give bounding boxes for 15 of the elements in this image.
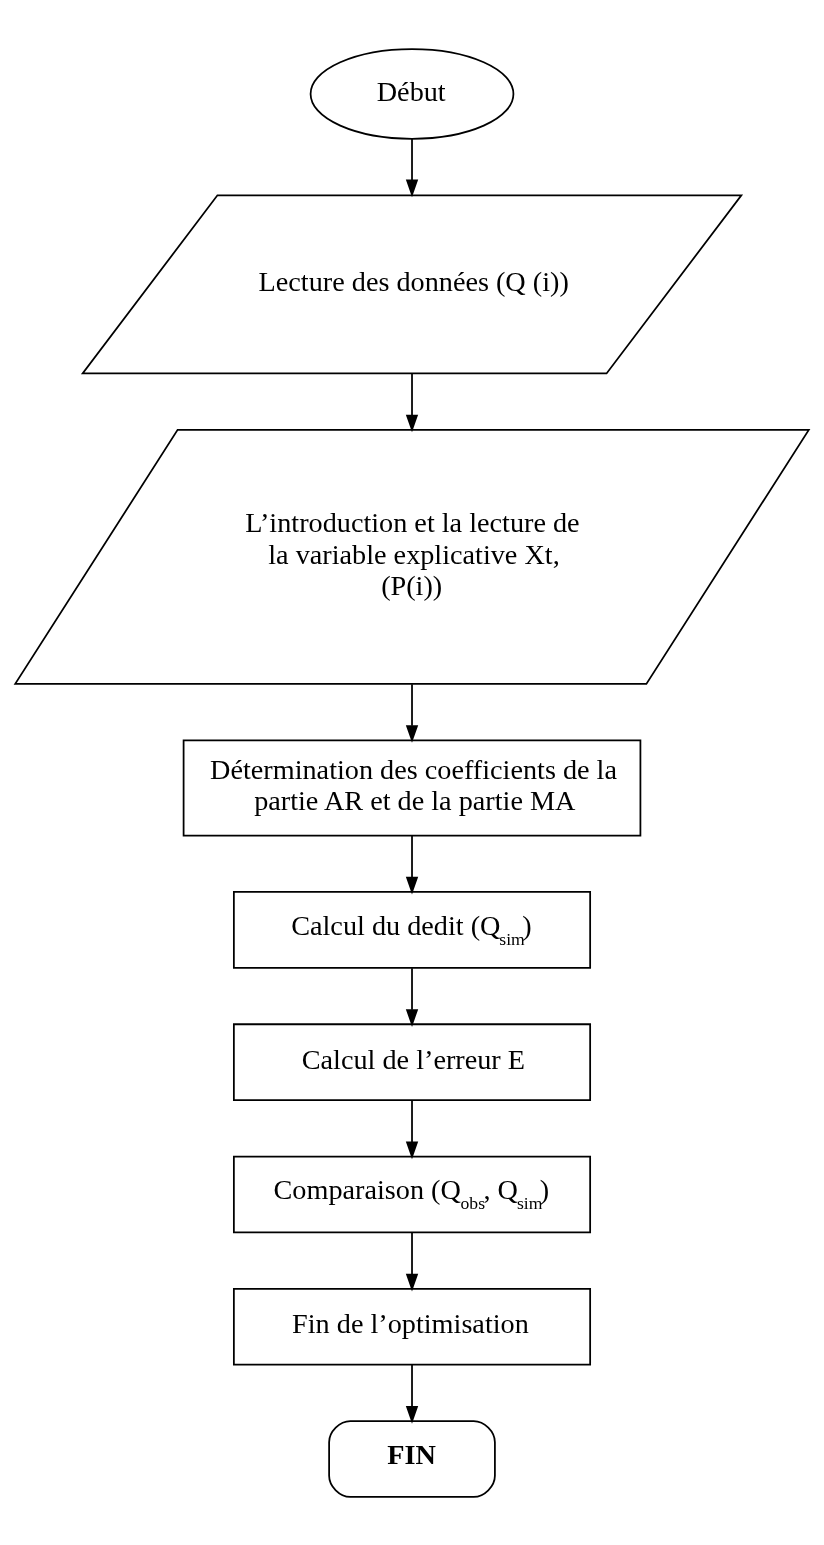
node-box: FIN <box>328 1419 496 1498</box>
arrow <box>405 1099 419 1159</box>
node-box: Calcul du dedit (Q$_{sim}$) <box>233 890 592 969</box>
node-box: Fin de l’optimisation <box>233 1287 592 1366</box>
node-box: Détermination des coefficients de la partie AR et de la partie MA <box>182 738 642 836</box>
arrow <box>405 372 419 432</box>
arrow <box>405 1231 419 1291</box>
arrow <box>405 966 419 1027</box>
node-ellipse: Début <box>309 47 515 140</box>
arrow <box>405 834 419 894</box>
node-box: Comparaison (Q$_{obs}$, Q$_{sim}$) <box>233 1155 592 1233</box>
node-box: Calcul de l’erreur E <box>233 1022 592 1101</box>
arrow <box>405 137 419 197</box>
arrow <box>405 683 419 743</box>
arrow <box>405 1363 419 1424</box>
